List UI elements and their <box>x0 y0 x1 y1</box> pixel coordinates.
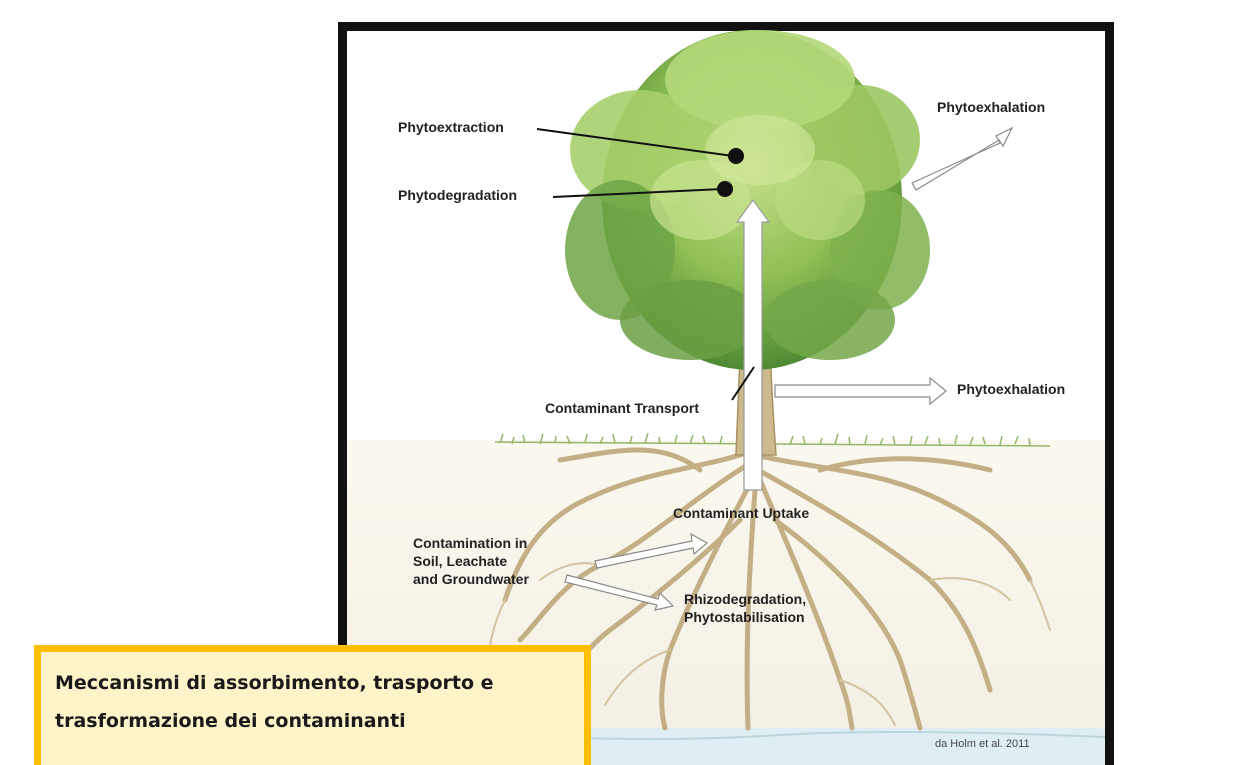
source-credit: da Holm et al. 2011 <box>935 738 1030 750</box>
caption-box: Meccanismi di assorbimento, trasporto e … <box>34 645 591 765</box>
phytoextraction-dot <box>728 148 744 164</box>
label-phytoexhalation-top: Phytoexhalation <box>937 98 1045 116</box>
label-phytodegradation: Phytodegradation <box>398 186 517 204</box>
exhalation-arrow-top <box>912 128 1012 190</box>
label-contaminant-uptake: Contaminant Uptake <box>673 504 809 522</box>
label-phytoextraction: Phytoextraction <box>398 118 504 136</box>
label-rhizodegradation: Rhizodegradation, Phytostabilisation <box>684 590 806 626</box>
exhalation-arrow-mid <box>775 378 946 404</box>
caption-text: Meccanismi di assorbimento, trasporto e … <box>55 672 494 732</box>
label-contaminant-transport: Contaminant Transport <box>545 399 699 417</box>
label-phytoexhalation-mid: Phytoexhalation <box>957 380 1065 398</box>
phytodegradation-dot <box>717 181 733 197</box>
label-contamination-source: Contamination in Soil, Leachate and Grou… <box>413 534 529 588</box>
